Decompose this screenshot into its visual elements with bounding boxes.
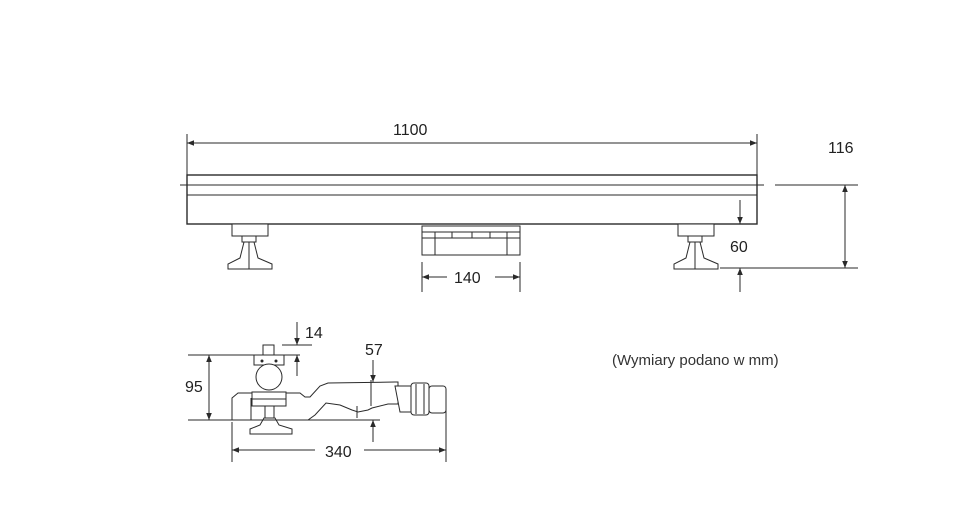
dimension-total-height bbox=[720, 184, 858, 269]
drain-side-view bbox=[231, 344, 447, 435]
left-foot bbox=[227, 223, 273, 270]
dimension-side-depth bbox=[231, 392, 447, 462]
right-foot bbox=[673, 223, 719, 270]
dimension-outlet-height-label: 57 bbox=[365, 342, 383, 359]
dimension-side-height-label: 95 bbox=[185, 379, 203, 396]
outlet-box bbox=[421, 225, 521, 256]
dimension-grate-offset bbox=[282, 322, 312, 376]
dimension-min-height-label: 60 bbox=[730, 239, 748, 256]
drain-front-view bbox=[180, 174, 764, 270]
dimension-side-height bbox=[188, 354, 380, 421]
dimension-outlet-width-label: 140 bbox=[454, 270, 481, 287]
dimension-length bbox=[186, 134, 758, 180]
dimension-side-depth-label: 340 bbox=[325, 444, 352, 461]
dimension-total-height-label: 116 bbox=[828, 140, 854, 157]
dimension-outlet-width bbox=[421, 262, 521, 292]
units-note: (Wymiary podano w mm) bbox=[612, 352, 779, 369]
dimension-grate-offset-label: 14 bbox=[305, 325, 323, 342]
dimension-length-label: 1100 bbox=[393, 122, 428, 139]
